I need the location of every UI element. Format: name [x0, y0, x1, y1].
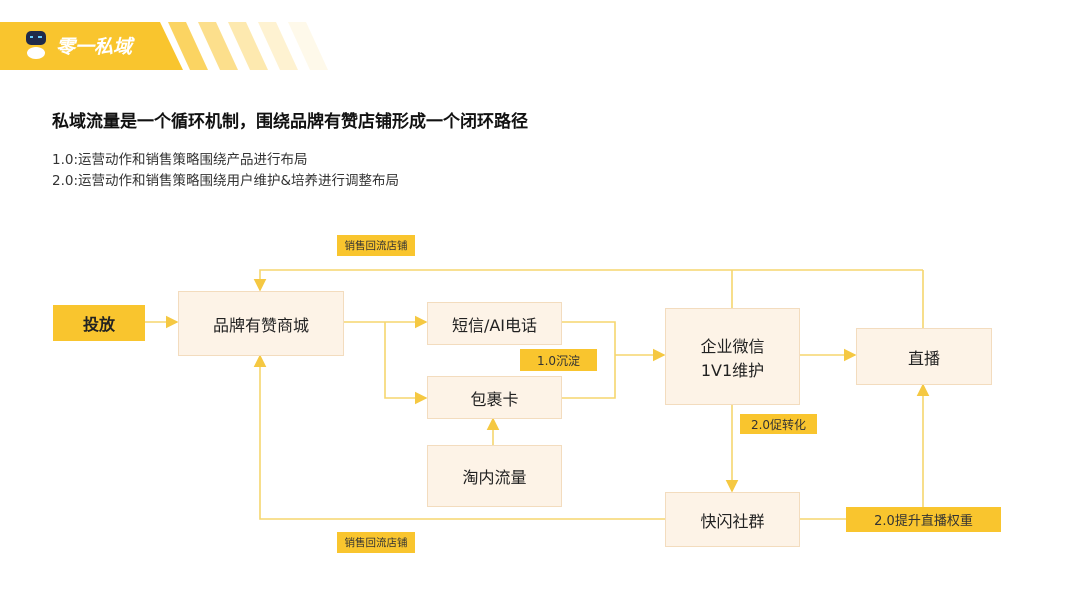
node-flash-group: 快闪社群 [665, 492, 800, 547]
node-package-card: 包裹卡 [427, 376, 562, 419]
node-launch: 投放 [53, 305, 145, 341]
node-sms-ai-call: 短信/AI电话 [427, 302, 562, 345]
node-wecom-line1: 企业微信 [700, 336, 765, 356]
node-wecom-line2: 1V1维护 [700, 360, 765, 380]
robot-logo-icon [26, 31, 46, 59]
header-band [0, 22, 183, 70]
tag-settle: 1.0沉淀 [520, 349, 597, 371]
subtitle-2: 2.0:运营动作和销售策略围绕用户维护&培养进行调整布局 [52, 173, 400, 189]
node-live: 直播 [856, 328, 992, 385]
subtitle-1: 1.0:运营动作和销售策略围绕产品进行布局 [52, 152, 308, 168]
tag-boost-live: 2.0提升直播权重 [846, 507, 1001, 532]
node-taobao-traffic: 淘内流量 [427, 445, 562, 507]
brand-logo-text: 零一私域 [56, 36, 133, 58]
node-wecom: 企业微信 1V1维护 [665, 308, 800, 405]
tag-convert: 2.0促转化 [740, 414, 817, 434]
page-title: 私域流量是一个循环机制，围绕品牌有赞店铺形成一个闭环路径 [52, 112, 528, 132]
tag-return-bottom: 销售回流店铺 [337, 532, 415, 553]
tag-return-top: 销售回流店铺 [337, 235, 415, 256]
node-mall: 品牌有赞商城 [178, 291, 344, 356]
